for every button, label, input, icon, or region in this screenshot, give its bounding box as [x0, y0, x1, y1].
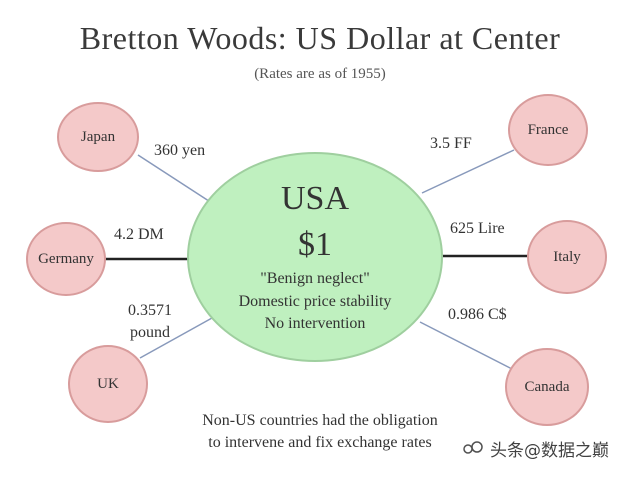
footnote-line-2: to intervene and fix exchange rates	[208, 434, 432, 451]
rate-uk-line-2: pound	[130, 324, 170, 341]
connector-canada	[419, 321, 515, 371]
rate-france: 3.5 FF	[430, 135, 472, 152]
diagram-title: Bretton Woods: US Dollar at Center	[79, 20, 561, 56]
node-canada: Canada	[505, 348, 589, 426]
connector-france	[421, 149, 515, 194]
rate-japan: 360 yen	[154, 142, 206, 159]
node-japan-label: Japan	[80, 128, 116, 145]
node-canada-label: Canada	[524, 378, 570, 395]
node-uk-label: UK	[97, 375, 119, 392]
footnote: Non-US countries had the obligation to i…	[140, 410, 500, 454]
connector-japan	[137, 154, 216, 206]
rate-germany: 4.2 DM	[114, 226, 164, 243]
watermark-icon	[463, 440, 483, 454]
node-usa-line-2: Domestic price stability	[238, 293, 392, 310]
node-usa-line-1: "Benign neglect"	[260, 270, 370, 287]
node-usa-line-3: No intervention	[264, 315, 366, 332]
rate-canada: 0.986 C$	[448, 306, 507, 323]
connector-uk	[139, 317, 213, 359]
node-usa-name: USA	[280, 180, 350, 217]
node-usa-value: $1	[298, 226, 332, 263]
node-france: France	[508, 94, 588, 166]
diagram-subtitle: (Rates are as of 1955)	[254, 66, 386, 82]
node-usa: USA $1 "Benign neglect" Domestic price s…	[187, 152, 443, 362]
node-italy-label: Italy	[553, 248, 581, 265]
watermark-text: 头条@数据之巅	[490, 441, 609, 461]
node-italy: Italy	[527, 220, 607, 294]
node-france-label: France	[527, 121, 569, 138]
node-japan: Japan	[57, 102, 139, 172]
node-germany-label: Germany	[38, 250, 94, 267]
rate-uk: 0.3571 pound	[118, 300, 182, 344]
watermark: 头条@数据之巅	[462, 436, 609, 461]
rate-uk-line-1: 0.3571	[128, 302, 172, 319]
rate-italy: 625 Lire	[450, 220, 505, 237]
node-uk: UK	[68, 345, 148, 423]
footnote-line-1: Non-US countries had the obligation	[202, 412, 438, 429]
node-germany: Germany	[26, 222, 106, 296]
